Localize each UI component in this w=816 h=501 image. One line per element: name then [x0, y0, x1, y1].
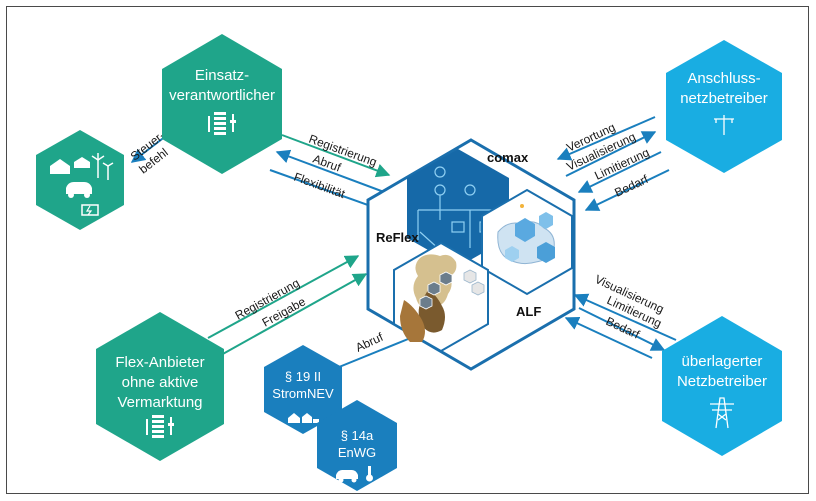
- bar-chart-icon: [146, 415, 174, 438]
- einsatz-label-line2: verantwortlicher: [169, 87, 275, 104]
- node-einsatzverantwortlicher: Einsatz- verantwortlicher: [162, 34, 282, 174]
- enwg-line1: § 14a: [341, 428, 374, 443]
- hexagon-settlement: [36, 130, 124, 230]
- arrow-einsatz-registrierung: [281, 134, 391, 178]
- arrow-ueber-bedarf: [564, 316, 653, 359]
- hexagon-anschluss: [666, 40, 782, 173]
- node-flex-anbieter: Flex-Anbieter ohne aktive Vermarktung: [96, 312, 224, 461]
- reflex-label: ReFlex: [376, 230, 419, 245]
- arrow-anschluss-bedarf: [584, 169, 670, 211]
- flex-label-line2: ohne aktive: [122, 374, 199, 391]
- hexagon-einsatz: [162, 34, 282, 174]
- arrow-ueber-limitierung: [578, 307, 666, 351]
- node-strom-nev: § 19 II StromNEV: [264, 345, 342, 434]
- flex-label-line3: Vermarktung: [117, 394, 202, 411]
- node-ueberlagerter-netzbetreiber: überlagerter Netzbetreiber: [662, 316, 782, 456]
- enwg-line2: EnWG: [338, 445, 376, 460]
- arrow-einsatz-abruf: [275, 149, 385, 193]
- arrow-einsatz-flexibilitaet: [269, 169, 384, 213]
- settlement-icon: [50, 153, 114, 216]
- strom-nev-line2: StromNEV: [272, 386, 334, 401]
- center-cluster: comax ALF: [366, 138, 576, 371]
- node-anschlussnetzbetreiber: Anschluss- netzbetreiber: [666, 40, 782, 173]
- node-enwg: § 14a EnWG: [317, 400, 397, 491]
- power-pylon-icon: [714, 115, 734, 135]
- map-icon: [400, 254, 485, 342]
- arrow-flex-freigabe: [220, 273, 368, 356]
- settlement-icon: [288, 413, 319, 423]
- arrow-anschluss-visualisierung: [565, 131, 657, 177]
- ueber-label-line1: überlagerter: [682, 353, 763, 370]
- diagram-frame: [6, 6, 809, 494]
- bar-chart-icon: [208, 112, 236, 135]
- car-charging-icon: [336, 470, 358, 483]
- comax-label: comax: [487, 150, 529, 165]
- hexagon-strom-nev: [264, 345, 342, 434]
- label-anschluss-bedarf: Bedarf: [612, 172, 651, 200]
- arrow-flex-registrierung: [207, 255, 360, 339]
- power-pylon-icon: [710, 397, 734, 429]
- einsatz-label-line1: Einsatz-: [195, 67, 249, 84]
- hexagon-flex-anbieter: [96, 312, 224, 461]
- node-settlement: [36, 130, 124, 230]
- edge-arrows: [130, 116, 677, 380]
- flex-label-line1: Flex-Anbieter: [115, 354, 204, 371]
- hexagon-enwg: [317, 400, 397, 491]
- arrow-ueber-visualisierung: [573, 293, 677, 341]
- ueber-label-line2: Netzbetreiber: [677, 373, 767, 390]
- alf-label: ALF: [516, 304, 541, 319]
- strom-nev-line1: § 19 II: [285, 369, 321, 384]
- anschluss-label-line1: Anschluss-: [687, 70, 760, 87]
- hexagon-ueberlagert: [662, 316, 782, 456]
- arrow-anschluss-limitierung: [577, 151, 662, 193]
- arrow-anschluss-verortung: [556, 116, 656, 161]
- anschluss-label-line2: netzbetreiber: [680, 90, 768, 107]
- map-icon: [497, 204, 555, 265]
- thermometer-icon: [366, 466, 373, 482]
